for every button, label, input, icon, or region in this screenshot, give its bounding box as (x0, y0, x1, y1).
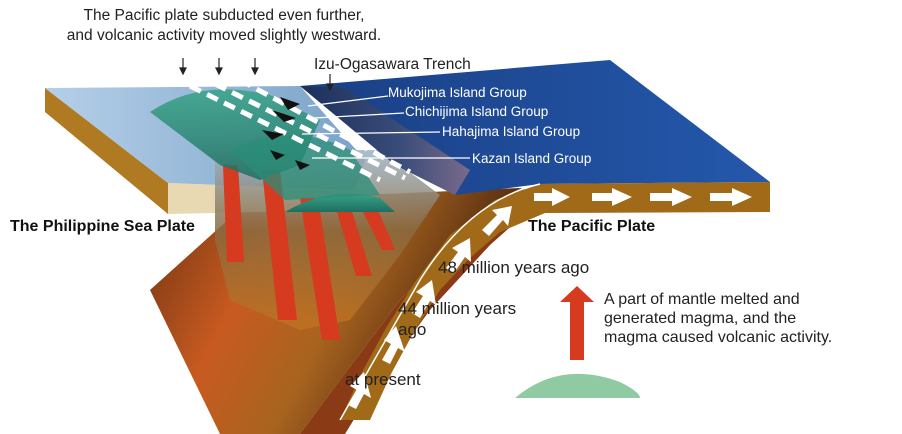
caption-line-1: The Pacific plate subducted even further… (83, 7, 365, 24)
caption-line-2: and volcanic activity moved slightly wes… (66, 27, 382, 44)
pacific-plate-label: The Pacific Plate (528, 218, 656, 235)
philippine-plate-label: The Philippine Sea Plate (10, 218, 195, 235)
magma-rise-arrow (560, 286, 594, 360)
trench-label: Izu-Ogasawara Trench (314, 56, 471, 73)
slab-top-line (339, 183, 541, 421)
plate-motion-arrows (348, 188, 752, 409)
island-label-mukojima: Mukojima Island Group (388, 85, 527, 100)
age-label-44-line2: ago (398, 320, 427, 339)
island-label-kazan: Kazan Island Group (472, 151, 592, 166)
island-markers (262, 97, 310, 170)
island-callout-lines (301, 95, 470, 159)
down-arrows (179, 58, 259, 76)
volcanic-dome (285, 193, 395, 212)
philippine-plate-side-face (45, 88, 168, 214)
explanation-line-1: A part of mantle melted and (604, 291, 800, 308)
diagram-caption: The Pacific plate subducted even further… (0, 6, 448, 46)
trench-groove (300, 86, 470, 195)
age-label-present: at present (345, 370, 421, 389)
age-label-44-line1: 44 million years (398, 299, 517, 318)
age-label-48: 48 million years ago (438, 258, 590, 277)
explanation-line-2: generated magma, and the (604, 310, 797, 327)
explanation-line-3: magma caused volcanic activity. (604, 329, 833, 346)
island-label-chichijima: Chichijima Island Group (405, 104, 549, 119)
trench-pointer (326, 74, 334, 92)
magma-columns (223, 165, 395, 340)
dashed-tracks (188, 77, 412, 183)
volcanic-explanation: A part of mantle melted and generated ma… (604, 290, 832, 347)
magma-chamber (515, 373, 640, 398)
island-label-hahajima: Hahajima Island Group (442, 124, 581, 139)
